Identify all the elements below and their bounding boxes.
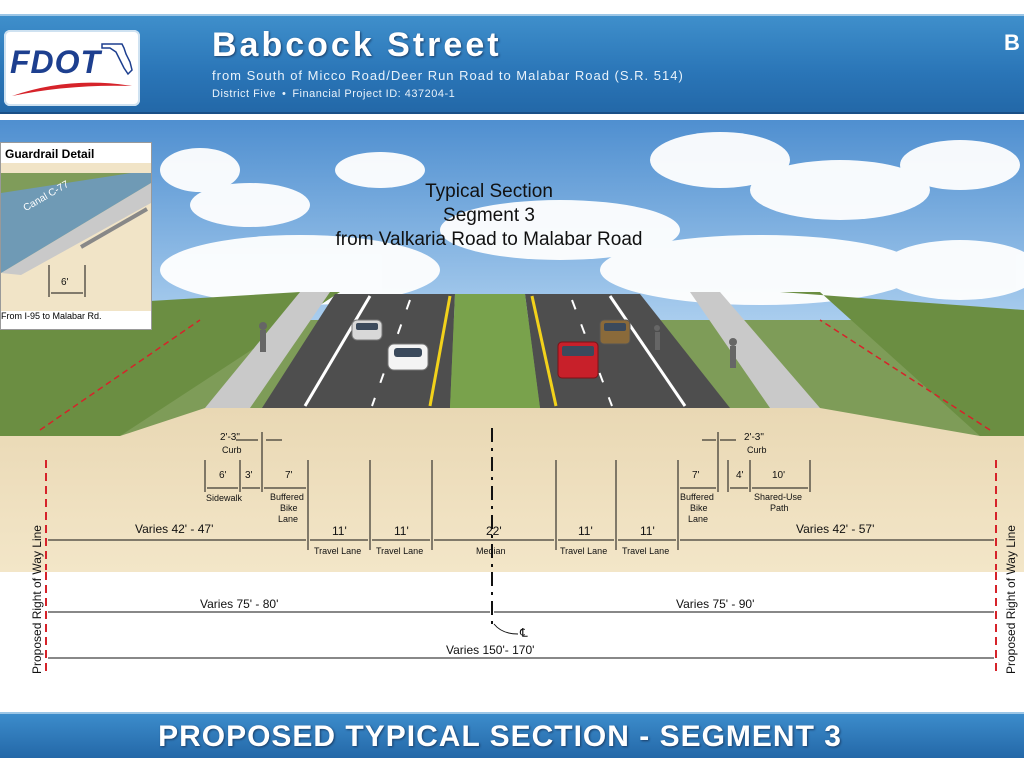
bullet-separator: •	[281, 88, 287, 100]
right-varies-dim: Varies 42' - 57'	[796, 522, 875, 536]
overall-dim: Varies 150'- 170'	[446, 643, 535, 657]
centerline-leader	[493, 623, 519, 635]
right-bike-lane-line1: Buffered	[680, 492, 714, 502]
centerline-symbol: ℄	[520, 626, 528, 640]
pedestrian-icons	[259, 322, 737, 368]
clouds	[160, 132, 1024, 305]
right-bike-lane-dim: 7'	[692, 470, 700, 481]
florida-icon	[101, 43, 133, 76]
left-row-label: Proposed Right of Way Line	[30, 525, 44, 674]
median-dim: 22'	[486, 524, 502, 538]
fdot-logo: FDOT	[4, 30, 140, 106]
logo-swoosh-icon	[12, 82, 132, 96]
left-bike-lane-line	[303, 295, 372, 407]
right-shared-use-path	[690, 292, 820, 408]
left-sidewalk	[205, 292, 330, 408]
cropped-header-letter: B	[1004, 30, 1020, 55]
path-dim: 10'	[772, 470, 786, 481]
inset-title: Guardrail Detail	[5, 147, 95, 161]
ground-section	[0, 408, 1024, 572]
overall-dimension-lines	[45, 572, 997, 672]
project-limits: from South of Micco Road/Deer Run Road t…	[212, 68, 684, 83]
lane1-label: Travel Lane	[314, 546, 362, 556]
path-line2: Path	[770, 503, 789, 513]
left-bike-lane-line3: Lane	[278, 514, 299, 524]
right-row-label: Proposed Right of Way Line	[1004, 525, 1018, 674]
logo-text: FDOT	[10, 44, 102, 80]
median-label: Median	[476, 546, 506, 556]
left-bike-lane-line2: Bike	[280, 503, 298, 513]
right-buffer-dim: 4'	[736, 470, 744, 481]
right-curb-label: Curb	[747, 445, 767, 455]
lane3-label: Travel Lane	[560, 546, 608, 556]
left-roadway	[262, 294, 455, 408]
right-bike-lane-line3: Lane	[688, 514, 709, 524]
right-total-dim: Varies 75' - 90'	[676, 597, 755, 611]
footer-title: PROPOSED TYPICAL SECTION - SEGMENT 3	[158, 720, 842, 753]
lane2-label: Travel Lane	[376, 546, 424, 556]
sidewalk-dim: 6'	[219, 470, 227, 481]
left-varies-dim: Varies 42' - 47'	[135, 522, 214, 536]
right-yellow-line	[530, 295, 558, 407]
right-bike-lane-line	[608, 295, 687, 407]
left-bike-lane-dim: 7'	[285, 470, 293, 481]
left-total-dim: Varies 75' - 80'	[200, 597, 279, 611]
silver-car-icon	[351, 319, 383, 341]
right-roadway	[525, 294, 730, 408]
buffer-dim: 3'	[245, 470, 253, 481]
sidewalk-label: Sidewalk	[206, 493, 243, 503]
left-row-perspective-line	[39, 319, 201, 431]
header-banner: FDOT Babcock Street from South of Micco …	[0, 14, 1024, 114]
page-title: Babcock Street	[212, 26, 502, 64]
inset-note: From I-95 to Malabar Rd.	[1, 311, 102, 321]
right-grass-slope	[780, 292, 1024, 436]
left-bike-lane-line1: Buffered	[270, 492, 304, 502]
project-info: District Five • Financial Project ID: 4372…	[212, 88, 455, 100]
dimension-ticks	[204, 432, 811, 550]
section-title-line3: from Valkaria Road to Malabar Road	[335, 229, 643, 250]
section-title-line2: Segment 3	[443, 205, 535, 226]
guardrail-width: 6'	[61, 277, 69, 288]
median-grass	[450, 294, 540, 408]
lane2-dim: 11'	[394, 524, 409, 538]
lane4-label: Travel Lane	[622, 546, 670, 556]
path-line1: Shared-Use	[754, 492, 803, 502]
project-id: Financial Project ID: 437204-1	[292, 88, 456, 100]
footer-banner: PROPOSED TYPICAL SECTION - SEGMENT 3	[0, 712, 1024, 758]
left-yellow-line	[428, 295, 452, 407]
left-curb-label: Curb	[222, 445, 242, 455]
lane1-dim: 11'	[332, 524, 347, 538]
district-label: District Five	[212, 88, 276, 100]
dimension-lines	[48, 439, 994, 541]
right-curb-dim: 2'-3"	[744, 432, 764, 443]
guardrail-detail-drawing	[1, 163, 151, 311]
guardrail-detail-inset: Guardrail Detail Canal C-77 6' From I-95…	[0, 142, 152, 330]
suv-icon	[599, 319, 631, 345]
white-car-icon	[387, 343, 429, 371]
left-curb-dim: 2'-3"	[220, 432, 240, 443]
red-truck-icon	[557, 341, 599, 379]
lane3-dim: 11'	[578, 524, 593, 538]
right-row-perspective-line	[819, 319, 991, 431]
right-bike-lane-line2: Bike	[690, 503, 708, 513]
section-title-line1: Typical Section	[425, 181, 553, 202]
lane4-dim: 11'	[640, 524, 655, 538]
